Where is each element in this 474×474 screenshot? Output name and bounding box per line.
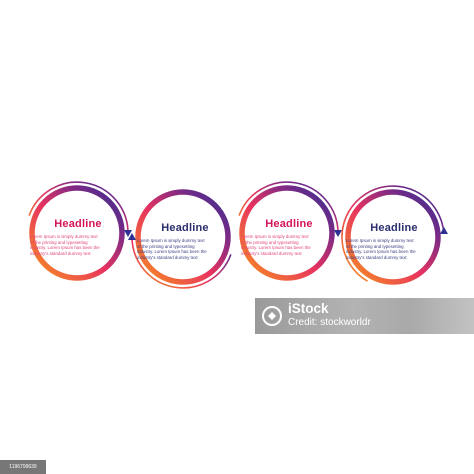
step-body-line: Lorem Ipsum is simply dummy text	[30, 234, 98, 239]
step-body-line: industry. Lorem Ipsum has been the	[137, 249, 207, 255]
step-headline: Headline	[370, 222, 418, 234]
flow-arrow-icon	[124, 230, 132, 237]
flow-arrow-icon	[128, 233, 136, 240]
ring-circle	[345, 189, 441, 285]
step-body-line: industry's standard dummy text	[346, 254, 407, 260]
watermark-logo-text: iStock	[288, 301, 329, 316]
step-body-line: industry. Lorem Ipsum has been the	[346, 249, 416, 255]
step-body-line: industry's standard dummy text	[30, 250, 91, 256]
step-body-line: of the printing and typesetting	[346, 243, 404, 249]
step-ring-4	[341, 185, 448, 285]
istock-watermark: iStock Credit: stockworldr	[255, 298, 474, 334]
step-body-line: industry. Lorem Ipsum has been the	[241, 245, 311, 251]
step-body-line: Lorem Ipsum is simply dummy text	[241, 234, 309, 239]
flow-arc	[28, 181, 129, 234]
flow-arrow-icon	[334, 230, 342, 237]
istock-logo-icon	[262, 306, 282, 326]
step-ring-3	[238, 181, 342, 281]
step-headline: Headline	[54, 218, 102, 230]
step-headline: Headline	[265, 218, 313, 230]
step-body-line: Lorem Ipsum is simply dummy text	[137, 238, 205, 243]
flow-arrow-icon	[440, 227, 448, 234]
ring-circle	[135, 189, 231, 285]
step-body-line: of the printing and typesetting	[241, 239, 299, 245]
watermark-credit: Credit: stockworldr	[288, 317, 371, 328]
step-ring-1	[28, 181, 132, 281]
step-body-line: Lorem Ipsum is simply dummy text	[346, 238, 414, 243]
step-body-line: industry's standard dummy text	[241, 250, 302, 256]
step-body-line: industry. Lorem Ipsum has been the	[30, 245, 100, 251]
step-headline: Headline	[161, 222, 209, 234]
flow-arc	[131, 236, 232, 289]
step-body-line: of the printing and typesetting	[137, 243, 195, 249]
ring-circle	[29, 185, 125, 281]
stock-id-label: 1196799639	[0, 460, 46, 474]
ring-circle	[239, 185, 335, 281]
step-body-line: of the printing and typesetting	[30, 239, 88, 245]
flow-arc	[238, 181, 339, 234]
step-ring-2	[128, 189, 232, 289]
flow-arc	[341, 185, 445, 282]
step-body-line: industry's standard dummy text	[137, 254, 198, 260]
